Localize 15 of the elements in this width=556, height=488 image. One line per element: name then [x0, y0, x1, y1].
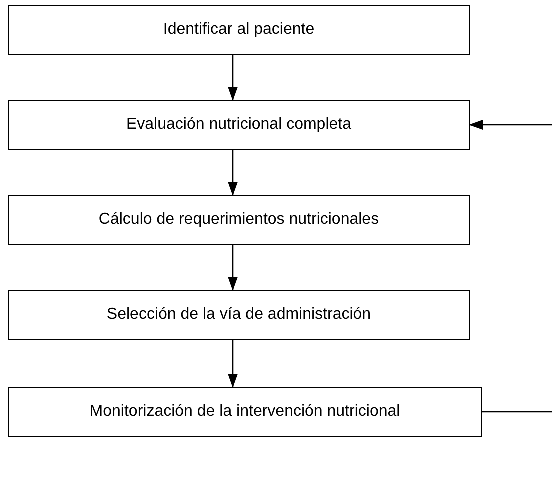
arrow — [228, 340, 238, 388]
process-box — [8, 195, 470, 245]
box-label: Identificar al paciente — [163, 20, 315, 40]
box-label: Selección de la vía de administración — [106, 305, 372, 325]
arrow — [228, 245, 238, 291]
box-label: Cálculo de requerimientos nutricionales — [98, 210, 380, 230]
arrow — [228, 150, 238, 196]
box-label: Evaluación nutricional completa — [126, 115, 352, 135]
box-label: Monitorización de la intervención nutricional — [90, 402, 400, 422]
process-box — [8, 5, 470, 55]
process-box — [8, 290, 470, 340]
process-box — [8, 387, 482, 437]
arrow — [228, 55, 238, 101]
arrow — [469, 120, 552, 130]
process-box — [8, 100, 470, 150]
